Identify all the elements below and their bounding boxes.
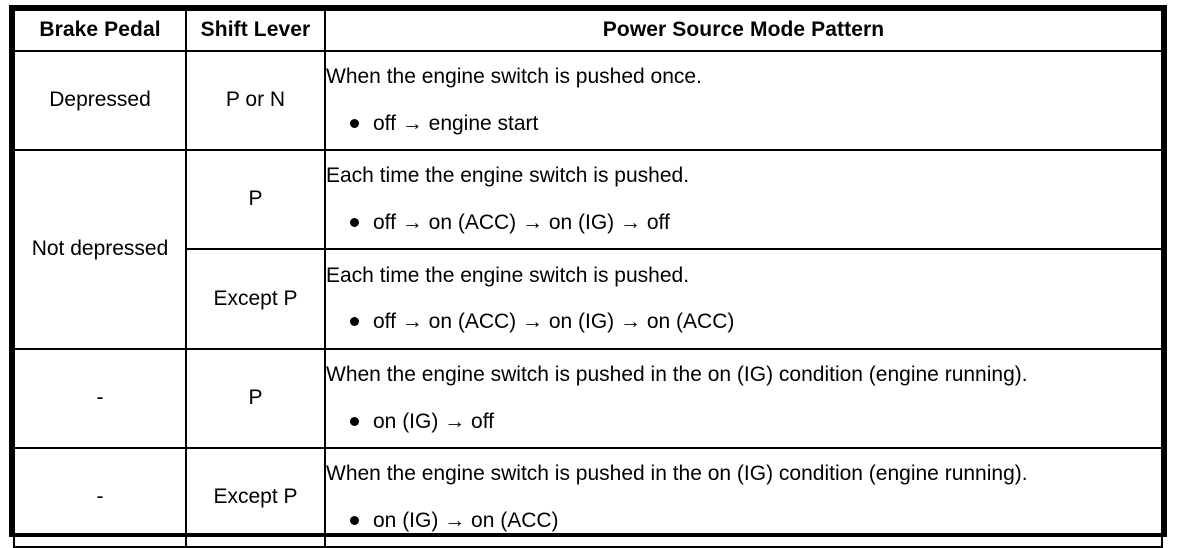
pattern-description-2: Each time the engine switch is pushed. xyxy=(326,164,690,188)
table-row: - P When the engine switch is pushed in … xyxy=(13,348,1163,449)
cell-shift-lever-except-p-5: Except P xyxy=(185,447,326,548)
pattern-sequence-line-4: on (IG) → off xyxy=(326,410,1161,434)
bullet-icon xyxy=(350,317,359,326)
column-header-brake-pedal: Brake Pedal xyxy=(13,9,187,52)
bullet-icon xyxy=(350,515,359,525)
power-source-mode-table-container: Brake Pedal Shift Lever Power Source Mod… xyxy=(9,5,1167,548)
table-row: - Except P When the engine switch is pus… xyxy=(13,447,1163,548)
pattern-description-3: Each time the engine switch is pushed. xyxy=(326,263,690,287)
cell-shift-lever-p-2: P xyxy=(185,149,326,250)
cell-power-source-pattern-4: When the engine switch is pushed in the … xyxy=(324,348,1163,449)
bullet-icon xyxy=(350,217,359,227)
pattern-sequence-4: on (IG) → off xyxy=(373,409,494,433)
pattern-description-1: When the engine switch is pushed once. xyxy=(326,65,702,89)
cell-power-source-pattern-1: When the engine switch is pushed once. o… xyxy=(324,50,1163,151)
cell-brake-pedal-not-depressed: Not depressed xyxy=(13,149,187,350)
cell-shift-lever-p-or-n: P or N xyxy=(185,50,326,151)
pattern-description-5: When the engine switch is pushed in the … xyxy=(326,462,1028,486)
column-header-shift-lever: Shift Lever xyxy=(185,9,326,52)
table-row: Not depressed P Each time the engine swi… xyxy=(13,149,1163,350)
cell-power-source-pattern-2: Each time the engine switch is pushed. o… xyxy=(324,149,1163,250)
pattern-sequence-line-2: off → on (ACC) → on (IG) → off xyxy=(326,211,1161,235)
pattern-sequence-5: on (IG) → on (ACC) xyxy=(373,508,559,532)
cell-brake-pedal-none-5: - xyxy=(13,447,187,548)
pattern-description-4: When the engine switch is pushed in the … xyxy=(326,363,1028,387)
pattern-sequence-3: off → on (ACC) → on (IG) → on (ACC) xyxy=(373,310,735,333)
table-header-row: Brake Pedal Shift Lever Power Source Mod… xyxy=(13,9,1163,52)
cell-shift-lever-p-4: P xyxy=(185,348,326,449)
pattern-sequence-2: off → on (ACC) → on (IG) → off xyxy=(373,210,670,234)
cell-brake-pedal-depressed: Depressed xyxy=(13,50,187,151)
cell-power-source-pattern-3: Each time the engine switch is pushed. o… xyxy=(324,248,1163,350)
column-header-power-source-mode-pattern: Power Source Mode Pattern xyxy=(324,9,1163,52)
bullet-icon xyxy=(350,118,359,128)
pattern-sequence-line-5: on (IG) → on (ACC) xyxy=(326,509,1161,533)
cell-power-source-pattern-5: When the engine switch is pushed in the … xyxy=(324,447,1163,548)
pattern-sequence-line-3: off → on (ACC) → on (IG) → on (ACC) xyxy=(326,310,1161,334)
table-row: Depressed P or N When the engine switch … xyxy=(13,50,1163,151)
cell-brake-pedal-none-4: - xyxy=(13,348,187,449)
cell-shift-lever-except-p-3: Except P xyxy=(185,248,326,350)
table-row: Except P Each time the engine switch is … xyxy=(14,248,1163,350)
pattern-sequence-1: off → engine start xyxy=(373,111,539,135)
pattern-sequence-line-1: off → engine start xyxy=(326,112,1161,136)
power-source-mode-table: Brake Pedal Shift Lever Power Source Mod… xyxy=(13,9,1163,548)
bullet-icon xyxy=(350,416,359,426)
